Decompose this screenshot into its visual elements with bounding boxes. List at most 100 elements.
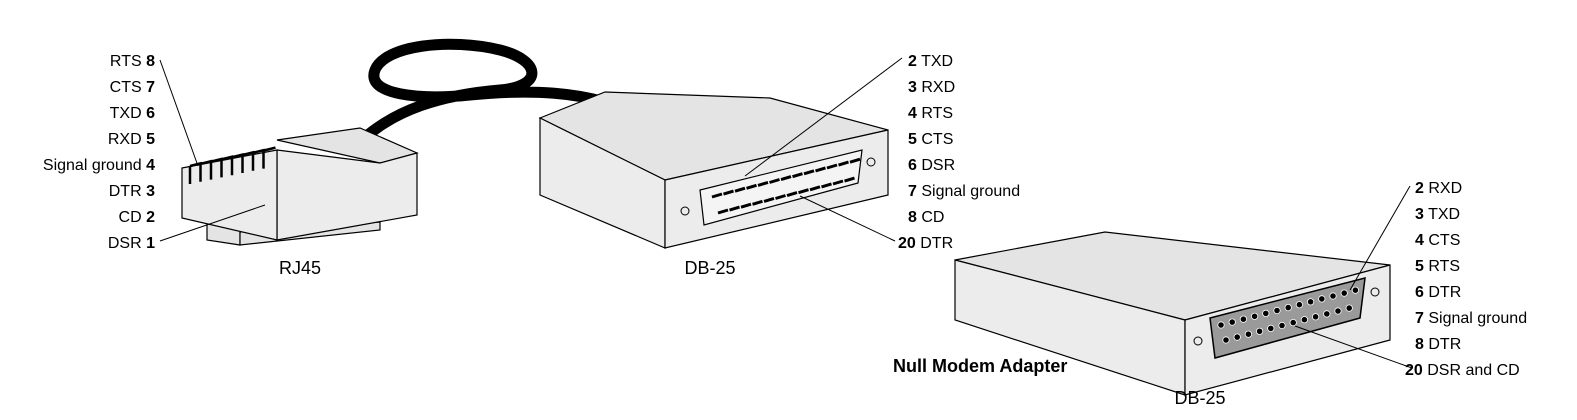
null-modem-pin-labels: 2 RXD 3 TXD 4 CTS 5 RTS 6 DTR 7 Signal g… [1405, 180, 1527, 379]
rj45-contact [241, 150, 255, 173]
null-modem-title: Null Modem Adapter [893, 356, 1067, 376]
rj45-pin-labels: RTS 8 CTS 7 TXD 6 RXD 5 Signal ground 4 … [43, 53, 155, 252]
pin-label: 6 DSR [908, 157, 955, 174]
db25-socket [1228, 318, 1236, 326]
pin-label: 5 RTS [1415, 258, 1460, 275]
db25-pin [832, 179, 844, 186]
rj45-contact [251, 148, 266, 171]
db25-socket [1318, 295, 1326, 303]
db25-pin [740, 202, 752, 209]
leader-dtr [799, 195, 896, 242]
rj45-contact [199, 159, 213, 182]
db25-socket [1289, 318, 1297, 327]
db25-socket [1323, 310, 1331, 318]
db25-socket [1295, 301, 1304, 309]
pin-label: 20 DTR [898, 235, 953, 252]
db25-socket [1222, 336, 1230, 344]
db25-socket [1340, 289, 1348, 297]
rj45-contact [262, 146, 276, 169]
db25-socket [1239, 315, 1248, 323]
pin-label: 4 CTS [1415, 232, 1460, 249]
db25-socket [1256, 327, 1264, 335]
rj45-contact [220, 155, 234, 178]
pin-label: 7 Signal ground [1415, 310, 1527, 327]
db25-pin [757, 180, 769, 187]
db25-socket [1273, 306, 1281, 315]
db25-cable-pin-labels: 2 TXD 3 RXD 4 RTS 5 CTS 6 DSR 7 Signal g… [898, 53, 1020, 252]
db25-pin [815, 166, 826, 173]
db25-pin [826, 163, 838, 170]
pin-label: 5 CTS [908, 131, 953, 148]
db25-pin [752, 199, 763, 206]
db25-socket [1334, 307, 1342, 315]
pin-label: 2 RXD [1415, 180, 1462, 197]
rj45-label: RJ45 [279, 258, 321, 278]
leader-dsr-cd [1294, 325, 1413, 369]
pin-label: 8 DTR [1415, 336, 1461, 353]
db25-socket [1300, 316, 1309, 324]
db25-socket [1307, 298, 1315, 306]
db25-pin [798, 188, 809, 195]
pin-label: RXD 5 [108, 131, 155, 148]
null-modem-adapter [954, 231, 1391, 396]
db25-cable-label: DB-25 [684, 258, 735, 278]
leader-dsr [159, 204, 266, 242]
db25-socket [1329, 292, 1337, 300]
db25-socket [1262, 309, 1270, 317]
db25-pin [803, 169, 815, 176]
cable [356, 38, 611, 146]
rj45-contacts [188, 146, 276, 184]
db25-socket [1267, 324, 1275, 332]
null-modem-db25-label: DB-25 [1174, 388, 1225, 408]
db25-pin [717, 208, 729, 215]
leader-txd [744, 57, 903, 177]
db25-pin [838, 160, 849, 167]
pin-label: CTS 7 [110, 79, 155, 96]
db25-pin [809, 185, 821, 192]
pin-label: 4 RTS [908, 105, 953, 122]
db25-pin [769, 178, 780, 184]
db25-cable-connector [538, 91, 889, 249]
db25-pin [792, 172, 803, 179]
pin-label: Signal ground 4 [43, 157, 155, 174]
db25-male-pins [711, 157, 861, 215]
leader-rts [159, 59, 199, 167]
pin-label: DSR 1 [108, 235, 155, 252]
rj45-contact [230, 152, 245, 176]
rj45-contact [209, 157, 224, 180]
pin-label: CD 2 [119, 209, 156, 226]
pin-label: TXD 6 [110, 105, 155, 122]
db25-socket [1244, 330, 1253, 338]
db25-socket [1351, 286, 1360, 294]
db25-socket [1251, 312, 1259, 320]
rj45-contact [188, 161, 203, 184]
db25-socket [1312, 313, 1320, 321]
db25-pin [786, 191, 798, 198]
pin-label: 3 RXD [908, 79, 955, 96]
db25-pin [746, 183, 757, 190]
pin-label: 8 CD [908, 209, 944, 226]
pin-label: 3 TXD [1415, 206, 1460, 223]
pin-label: 20 DSR and CD [1405, 362, 1520, 379]
db25-pin [729, 205, 740, 212]
db25-pin [723, 189, 734, 196]
db25-socket [1284, 303, 1292, 312]
pin-label: 7 Signal ground [908, 183, 1020, 200]
db25-pin [780, 175, 792, 182]
db25-pin [763, 196, 775, 203]
db25-pin [844, 176, 855, 183]
db25-pin [775, 194, 786, 200]
rj45-plug [181, 127, 419, 246]
pin-label: 6 DTR [1415, 284, 1461, 301]
db25-socket [1278, 321, 1286, 330]
db25-socket [1233, 333, 1241, 341]
db25-pin [849, 157, 861, 164]
leader-rxd [1349, 185, 1411, 291]
db25-female-sockets [1217, 286, 1360, 344]
pin-label: DTR 3 [109, 183, 155, 200]
pin-label: RTS 8 [110, 53, 155, 70]
db25-pin [711, 192, 723, 199]
pin-label: 2 TXD [908, 53, 953, 70]
db25-socket [1345, 304, 1353, 312]
db25-pin [821, 182, 832, 189]
